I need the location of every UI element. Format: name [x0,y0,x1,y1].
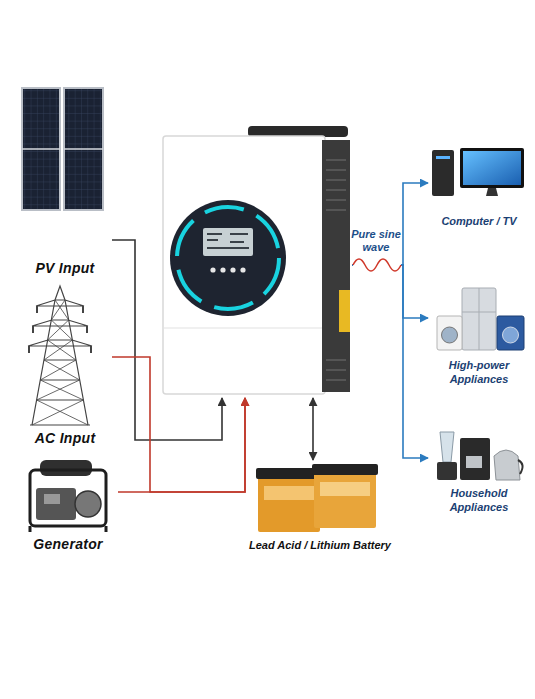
coffee-cup [466,456,482,468]
lcd-screen [203,228,253,256]
fridge [462,288,496,350]
battery-body [258,476,320,532]
frame [30,470,106,526]
inverter-body [163,136,325,394]
button [230,267,235,272]
device-label: Household Appliances [428,486,530,514]
battery-lid [312,464,378,475]
device-label: High-power Appliances [428,358,530,386]
frame-feet [30,526,106,532]
battery-body [314,472,376,528]
blender-jar [440,432,454,462]
batteries [256,464,378,532]
generator [30,460,106,532]
led-ring [177,207,279,309]
kettle-handle [518,460,523,474]
load-node: Household Appliances [428,424,530,516]
monitor-screen [463,151,521,185]
wave-backdrop [353,261,401,270]
device-label: Lead Acid / Lithium Battery [228,538,412,552]
washing-machine [497,316,524,350]
inverter-seam [163,327,325,328]
monitor-stand [486,188,498,196]
pc-tower [432,150,454,196]
power-connector [352,265,428,318]
alternator [75,491,101,517]
button [220,267,225,272]
sine-wave [353,259,401,271]
household-appliances [437,432,523,480]
computer-tv [432,148,524,196]
button [210,267,215,272]
monitor [460,148,524,188]
coffee-machine [460,438,490,480]
device-label: AC Input [18,430,112,447]
washer-door [442,327,458,343]
pylon-legs [32,286,88,425]
pv-source: PV Input [18,84,112,280]
inverter-side [322,140,350,392]
power-connector [352,265,428,458]
high-power-appliances [437,288,524,350]
display-ring [170,200,286,316]
control-panel [44,494,60,504]
washer-door [503,327,519,343]
engine [36,488,76,520]
battery-bank: Lead Acid / Lithium Battery [228,460,412,556]
warning-label [339,290,350,332]
device-label: PV Input [18,260,112,277]
load-node: Computer / TV [428,134,530,234]
connector-label: Pure sine wave [347,228,405,254]
power-connector [112,357,245,492]
device-label: Computer / TV [428,214,530,228]
load-node: High-power Appliances [428,284,530,390]
pc-light [436,156,450,159]
lcd-segments [207,234,249,248]
pylon-rungs [30,300,90,425]
power-connector [118,398,245,492]
generator-source: Generator [18,450,118,556]
device-label: Generator [18,536,118,553]
kettle [494,450,520,480]
blender-base [437,462,457,480]
power-connector [112,240,222,440]
fuel-tank [40,460,92,476]
power-connector [312,398,314,460]
panel-divider [22,148,103,150]
button [240,267,245,272]
power-pylon [28,286,92,425]
grid-source: AC Input [18,284,112,450]
cooling-fins [326,160,346,380]
inverter-unit [162,128,352,398]
fridge-doors [462,288,496,350]
insulators [29,306,91,353]
inverter [163,126,350,394]
solar-panels [22,88,103,210]
battery-sticker [320,482,370,496]
pylon-bracing [32,300,88,425]
battery-sticker [264,486,314,500]
washing-machine [437,316,462,350]
